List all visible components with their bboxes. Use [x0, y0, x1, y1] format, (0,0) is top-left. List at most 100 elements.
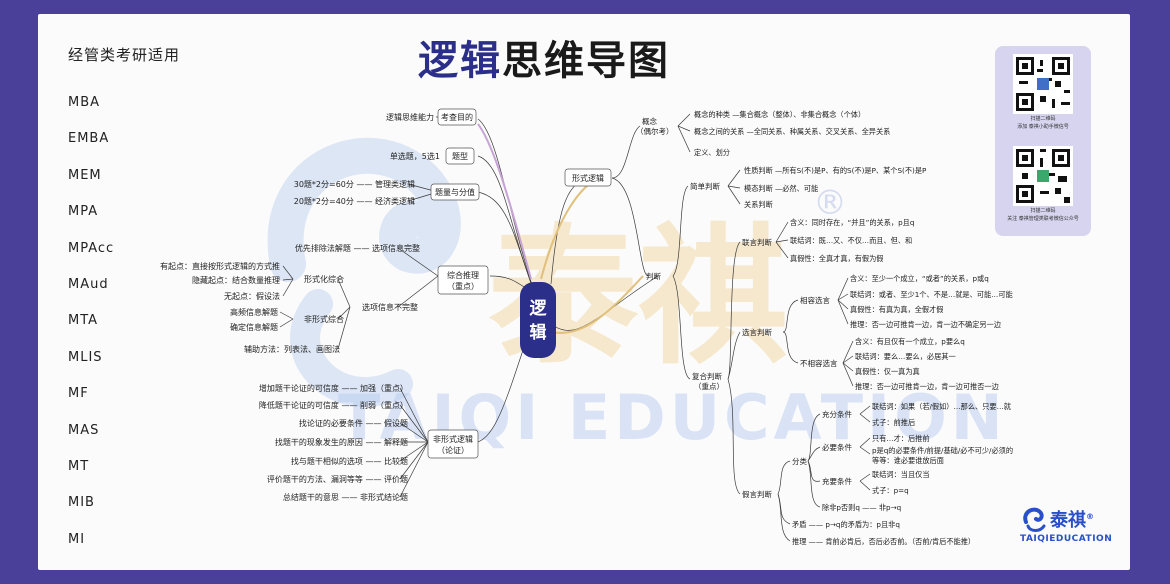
node-xuanyan: 选言判断	[742, 327, 772, 337]
mind-map: 逻 辑 考查目的 逻辑思维能力 题型 单选题，5选1 题量与分值 30题*2分=…	[160, 108, 1013, 546]
qr-code-official[interactable]	[1013, 146, 1073, 206]
jd-leaf: 模态判断 —必然、可能	[744, 184, 818, 193]
node-xingshi: 形式逻辑	[572, 173, 604, 183]
program-item: MLIS	[68, 349, 103, 365]
jd-leaf: 关系判断	[744, 200, 773, 209]
qr-code-icon	[1016, 149, 1070, 203]
center-label-bottom: 辑	[530, 322, 547, 343]
brand-reg: ®	[1086, 512, 1094, 521]
node-tiliang: 题量与分值	[435, 187, 475, 197]
qr-caption-2a: 扫描二维码	[1030, 208, 1056, 214]
node-panduan: 判断	[646, 271, 661, 281]
xr-leaf: 推理：否一边可推肯一边，肯一边不确定另一边	[850, 320, 1001, 329]
cf-leaf: 式子：前推后	[872, 418, 915, 427]
xr-leaf: 真假性：有真为真，全假才假	[850, 305, 943, 314]
brand-swirl-icon	[1023, 507, 1046, 532]
bx-leaf: 推理：否一边可推肯一边，肯一边可推否一边	[855, 382, 999, 391]
by-leaf: 只有…才：后推前	[872, 434, 930, 443]
node-lianyan: 联言判断	[742, 237, 772, 247]
node-feixingshi: 非形式综合	[304, 314, 344, 324]
bx-leaf: 联结词：要么…要么，必居其一	[855, 352, 956, 361]
node-xiangrong: 相容选言	[800, 295, 830, 305]
xs-leaf: 无起点：假设法	[224, 291, 280, 301]
cy-leaf: 联结词：当且仅当	[872, 470, 930, 479]
cf-leaf: 联结词：如果（若/假如）…那么、只要…就	[872, 402, 1011, 411]
xs-leaf: 有起点：直接按形式逻辑的方式推	[160, 261, 280, 271]
node-tiliang-a: 30题*2分=60分 —— 管理类逻辑	[294, 179, 415, 189]
node-jiandan: 简单判断	[690, 181, 720, 191]
node-zonghe-b: 选项信息不完整	[362, 302, 418, 312]
gn-leaf: 定义、划分	[694, 148, 730, 157]
node-zonghe-2: （重点）	[447, 281, 479, 291]
program-item: MEM	[68, 167, 102, 183]
fx-leaf: 高频信息解题	[230, 307, 278, 317]
xr-leaf: 联结词：或者、至少1个、不是…就是、可能…可能	[850, 290, 1013, 299]
center-node: 逻 辑	[520, 282, 556, 358]
program-item: MPAcc	[68, 240, 115, 256]
bx-leaf: 含义：有且仅有一个成立，p要么q	[855, 337, 965, 346]
node-fxlj-1: 非形式逻辑	[433, 434, 473, 444]
right-branch-nodes: 形式逻辑 概念 （偶尔考） 概念的种类 —集合概念（整体）、非集合概念（个体） …	[564, 110, 1013, 546]
node-maodun: 矛盾 —— p→q的矛盾为：p且非q	[792, 520, 900, 529]
fxlj-leaf: 增加题干论证的可信度 —— 加强（重点）	[259, 383, 408, 393]
program-item: EMBA	[68, 131, 110, 147]
qr-panel: 扫描二维码 添加 泰祺小助手微信号 扫描二维码 关注 泰祺管理类联考微信公众号	[995, 46, 1091, 236]
node-chufei: 除非p否则q —— 非p→q	[822, 503, 901, 512]
gn-leaf: 概念之间的关系 —全同关系、种属关系、交叉关系、全异关系	[694, 127, 890, 136]
node-tixing: 题型	[452, 152, 468, 161]
page-title: 逻辑思维导图	[418, 28, 670, 86]
sidebar-title: 经管类考研适用	[68, 46, 181, 64]
program-item: MBA	[68, 95, 101, 110]
brand-name-text: 泰祺	[1050, 510, 1086, 531]
brand-name: 泰祺®	[1050, 506, 1094, 532]
fxlj-leaf: 降低题干论证的可信度 —— 削弱（重点）	[259, 400, 408, 410]
node-fxlj-2: （论证）	[437, 445, 469, 455]
xr-leaf: 含义：至少一个成立，“或者”的关系，p或q	[850, 274, 989, 283]
by-leaf: 等等：谁必要谁放后面	[872, 456, 944, 465]
bx-leaf: 真假性：仅一真为真	[855, 367, 920, 376]
node-gainian-2: （偶尔考）	[636, 126, 674, 136]
node-tuili: 推理 —— 肯前必肯后，否后必否前。（否前/肯后不能推）	[792, 537, 975, 546]
node-tixing-leaf: 单选题，5选1	[390, 151, 440, 161]
cy-leaf: 式子：p=q	[872, 486, 909, 495]
program-item: MAud	[68, 276, 109, 292]
program-sidebar: 经管类考研适用 MBA EMBA MEM MPA MPAcc MAud MTA …	[68, 44, 228, 558]
program-item: MTA	[68, 313, 99, 329]
program-item: MAS	[68, 422, 100, 438]
program-item: MF	[68, 386, 89, 402]
xs-leaf: 隐藏起点：结合数量推理	[192, 275, 280, 285]
program-item: MT	[68, 458, 90, 474]
ly-leaf: 联结词：既…又、不仅…而且、但、和	[790, 236, 912, 245]
node-kaocha-leaf: 逻辑思维能力	[386, 112, 434, 122]
branch-highlights	[477, 123, 644, 334]
left-branch-nodes: 考查目的 逻辑思维能力 题型 单选题，5选1 题量与分值 30题*2分=60分 …	[160, 108, 489, 502]
fx-leaf: 确定信息解题	[230, 322, 278, 332]
ly-leaf: 含义：同时存在，“并且”的关系，p且q	[790, 218, 914, 227]
qr-code-assistant[interactable]	[1013, 54, 1073, 114]
qr-caption-1a: 扫描二维码	[1030, 116, 1056, 122]
node-fuzhu: 辅助方法：列表法、画图法	[244, 344, 340, 354]
node-xingshihua: 形式化综合	[304, 274, 344, 284]
program-item: MI	[68, 531, 86, 547]
fxlj-leaf: 评价题干的方法、漏洞等等 —— 评价题	[267, 474, 408, 484]
node-kaocha: 考查目的	[441, 112, 473, 122]
node-fuhe-1: 复合判断	[692, 371, 722, 381]
fxlj-leaf: 找与题干相似的选项 —— 比较题	[291, 456, 408, 466]
page-title-rest: 思维导图	[502, 38, 670, 84]
page-title-accent: 逻辑	[418, 38, 502, 84]
program-item: MIB	[68, 495, 95, 511]
brand-logo: 泰祺® TAIQIEDUCATION	[1020, 502, 1120, 550]
node-chongyao: 充要条件	[822, 476, 852, 486]
qr-caption-2b: 关注 泰祺管理类联考微信公众号	[1007, 216, 1079, 222]
gn-leaf: 概念的种类 —集合概念（整体）、非集合概念（个体）	[694, 110, 865, 119]
fxlj-leaf: 找题干的现象发生的原因 —— 解释题	[275, 437, 408, 447]
qr-code-icon	[1016, 57, 1070, 111]
brand-subtitle: TAIQIEDUCATION	[1020, 534, 1113, 544]
node-chongfen: 充分条件	[822, 409, 852, 419]
by-leaf: p是q的必要条件/前提/基础/必不可少/必须的	[872, 446, 1013, 455]
node-zonghe-a: 优先排除法解题 —— 选项信息完整	[295, 243, 420, 253]
fxlj-leaf: 找论证的必要条件 —— 假设题	[299, 418, 408, 428]
fxlj-leaf: 总结题干的意思 —— 非形式结论题	[283, 492, 408, 502]
ly-leaf: 真假性：全真才真，有假为假	[790, 254, 883, 263]
node-jiayan: 假言判断	[742, 489, 772, 499]
